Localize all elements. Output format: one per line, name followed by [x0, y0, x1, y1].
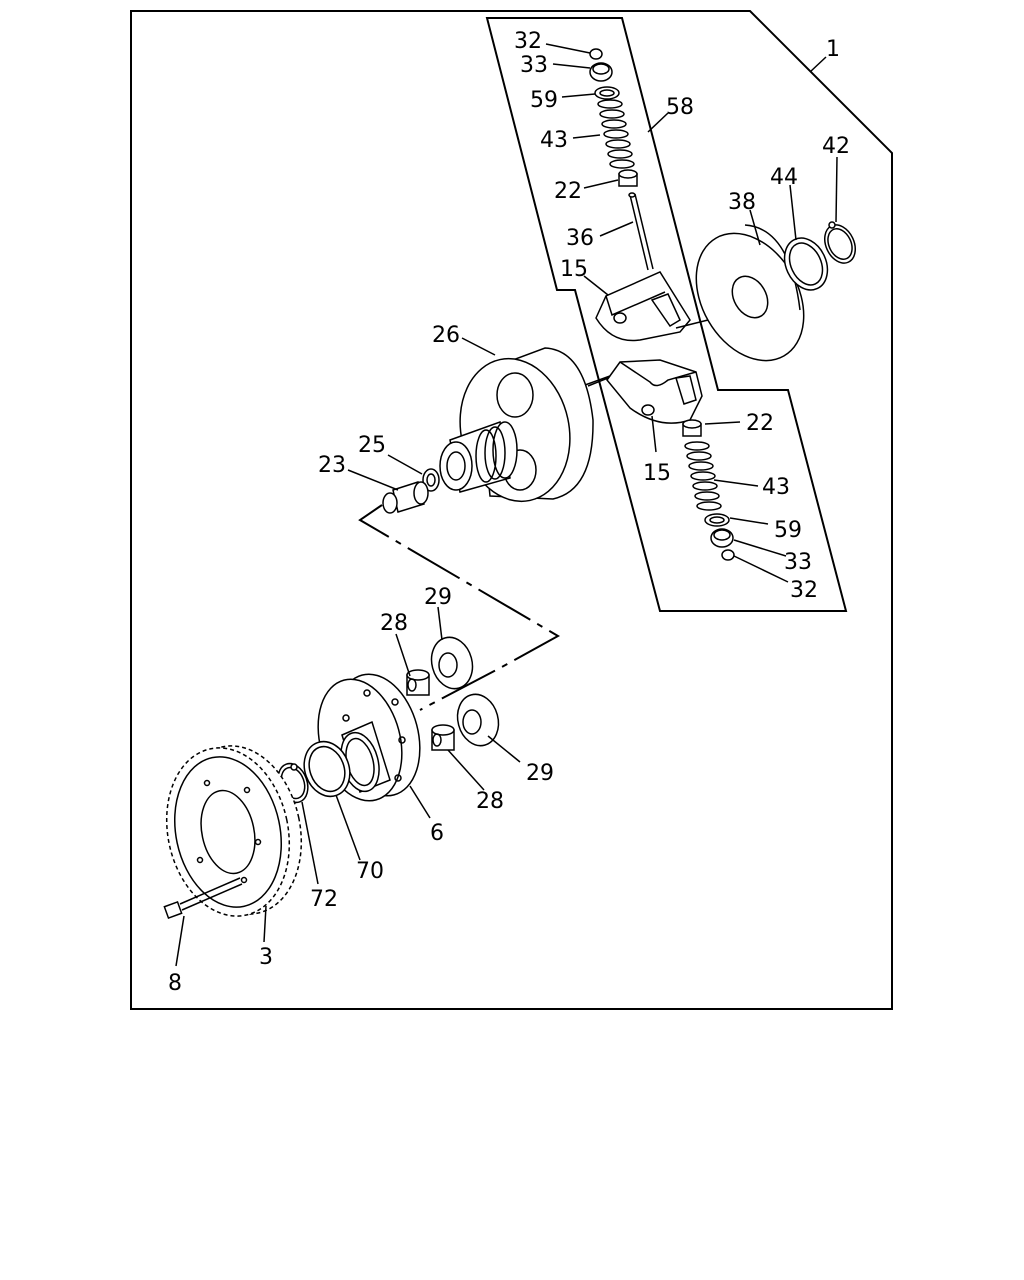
bushing-28-lower: [431, 724, 455, 751]
drum-26: [439, 347, 594, 503]
callout-42: 42: [822, 134, 850, 159]
drum-hub: [439, 420, 518, 493]
cap-33-lower: [710, 528, 734, 548]
bearing-29-lower: [456, 693, 500, 747]
seat-22-upper: [618, 169, 638, 187]
callout-43-lower: 43: [762, 475, 790, 500]
bearing-29-upper: [430, 636, 474, 690]
callout-59-upper: 59: [530, 88, 558, 113]
callout-58: 58: [666, 95, 694, 120]
callout-38: 38: [728, 190, 756, 215]
washer-59-upper: [594, 86, 620, 100]
callout-1: 1: [826, 37, 840, 62]
spring-43-lower: [684, 441, 722, 511]
callout-43-upper: 43: [540, 128, 568, 153]
callout-15-upper: 15: [560, 257, 588, 282]
weight-15-upper: [595, 271, 691, 342]
upper-spring-stack: [589, 48, 654, 271]
washer-25: [422, 468, 440, 492]
callout-23: 23: [318, 453, 346, 478]
plate-38: [695, 224, 805, 362]
pin-36: [628, 192, 654, 271]
callout-6: 6: [430, 821, 444, 846]
washer-59-lower: [704, 513, 730, 527]
callout-15-lower: 15: [643, 461, 671, 486]
lower-spring-stack: [682, 419, 735, 561]
nut-32-lower: [721, 549, 735, 561]
callout-32-lower: 32: [790, 578, 818, 603]
callout-26: 26: [432, 323, 460, 348]
leader-lines: [175, 43, 838, 967]
callout-32-upper: 32: [514, 29, 542, 54]
seat-22-lower: [682, 419, 702, 437]
callout-29-lower: 29: [526, 761, 554, 786]
callout-3: 3: [259, 945, 273, 970]
callout-28-lower: 28: [476, 789, 504, 814]
callout-33-upper: 33: [520, 53, 548, 78]
assembly-frame: [130, 10, 893, 1010]
assembly-line: [358, 504, 561, 711]
bolt-8: [163, 877, 243, 919]
callout-8: 8: [168, 971, 182, 996]
callout-28-upper: 28: [380, 611, 408, 636]
callout-labels: 1 32 33 59 58 43 42 44 22 38 36 15 26 22…: [168, 29, 850, 996]
spring-43-upper: [597, 99, 635, 169]
bushing-23: [382, 481, 429, 514]
gear-3: [165, 745, 303, 917]
bushing-28-upper: [406, 669, 430, 696]
callout-22-upper: 22: [554, 179, 582, 204]
nut-32-upper: [589, 48, 603, 60]
callout-33-lower: 33: [784, 550, 812, 575]
subassembly-58-frame: [485, 17, 848, 612]
callout-25: 25: [358, 433, 386, 458]
callout-44: 44: [770, 165, 798, 190]
callout-36: 36: [566, 226, 594, 251]
ring-44: [783, 237, 829, 291]
callout-29-upper: 29: [424, 585, 452, 610]
weight-15-lower: [606, 359, 703, 424]
snap-ring-42: [824, 221, 856, 264]
cap-33-upper: [589, 62, 613, 82]
callout-59-lower: 59: [774, 518, 802, 543]
callout-72: 72: [310, 887, 338, 912]
callout-70: 70: [356, 859, 384, 884]
callout-22-lower: 22: [746, 411, 774, 436]
